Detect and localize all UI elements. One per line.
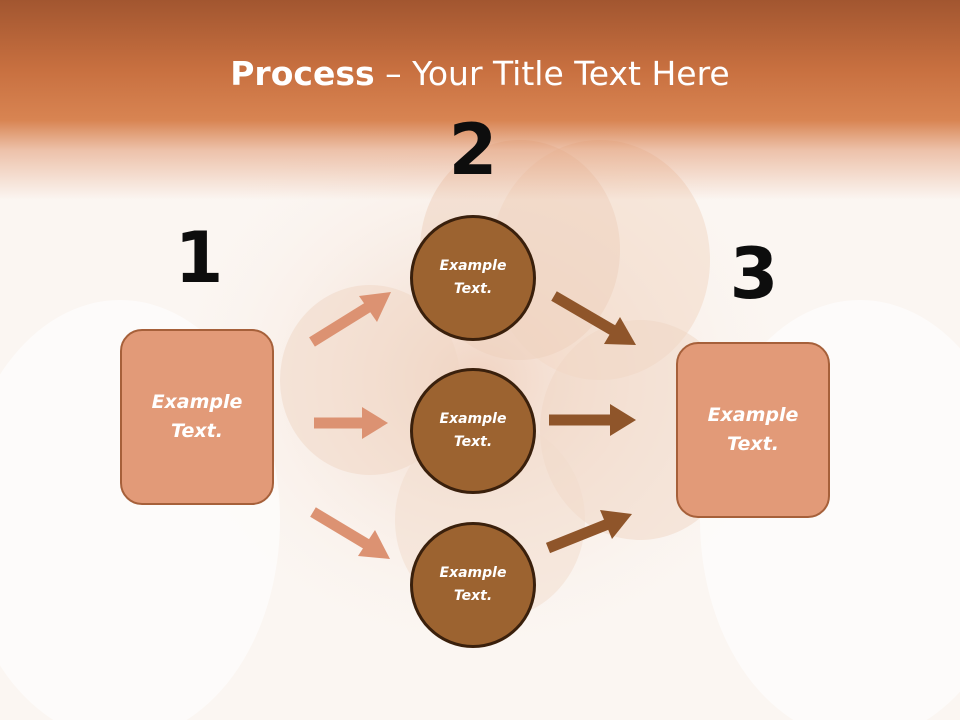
- title-bold: Process: [230, 54, 375, 93]
- step-number-2: 2: [448, 109, 498, 191]
- arrow-box1-to-circle1: [309, 292, 391, 347]
- arrow-box1-to-circle2: [314, 407, 388, 439]
- step-number-1: 1: [174, 217, 224, 299]
- step-box-3-label: Example Text.: [707, 404, 799, 455]
- arrow-circle3-to-box3: [545, 510, 632, 554]
- header-band: [0, 0, 960, 200]
- title-rest: – Your Title Text Here: [374, 54, 730, 93]
- circle-bottom[interactable]: Example Text.: [410, 522, 536, 648]
- step-number-3: 3: [729, 233, 779, 315]
- step-box-1-label: Example Text.: [151, 391, 243, 442]
- arrow-circle2-to-box3: [549, 404, 636, 436]
- step-box-3[interactable]: Example Text.: [676, 342, 830, 518]
- circle-top-label: Example Text.: [439, 258, 507, 297]
- circle-top[interactable]: Example Text.: [410, 215, 536, 341]
- step-box-1[interactable]: Example Text.: [120, 329, 274, 505]
- circle-bottom-label: Example Text.: [439, 565, 507, 604]
- arrow-circle1-to-box3: [551, 291, 636, 345]
- arrow-box1-to-circle3: [310, 507, 390, 559]
- circle-middle[interactable]: Example Text.: [410, 368, 536, 494]
- slide-title: Process – Your Title Text Here: [0, 54, 960, 94]
- circle-middle-label: Example Text.: [439, 411, 507, 450]
